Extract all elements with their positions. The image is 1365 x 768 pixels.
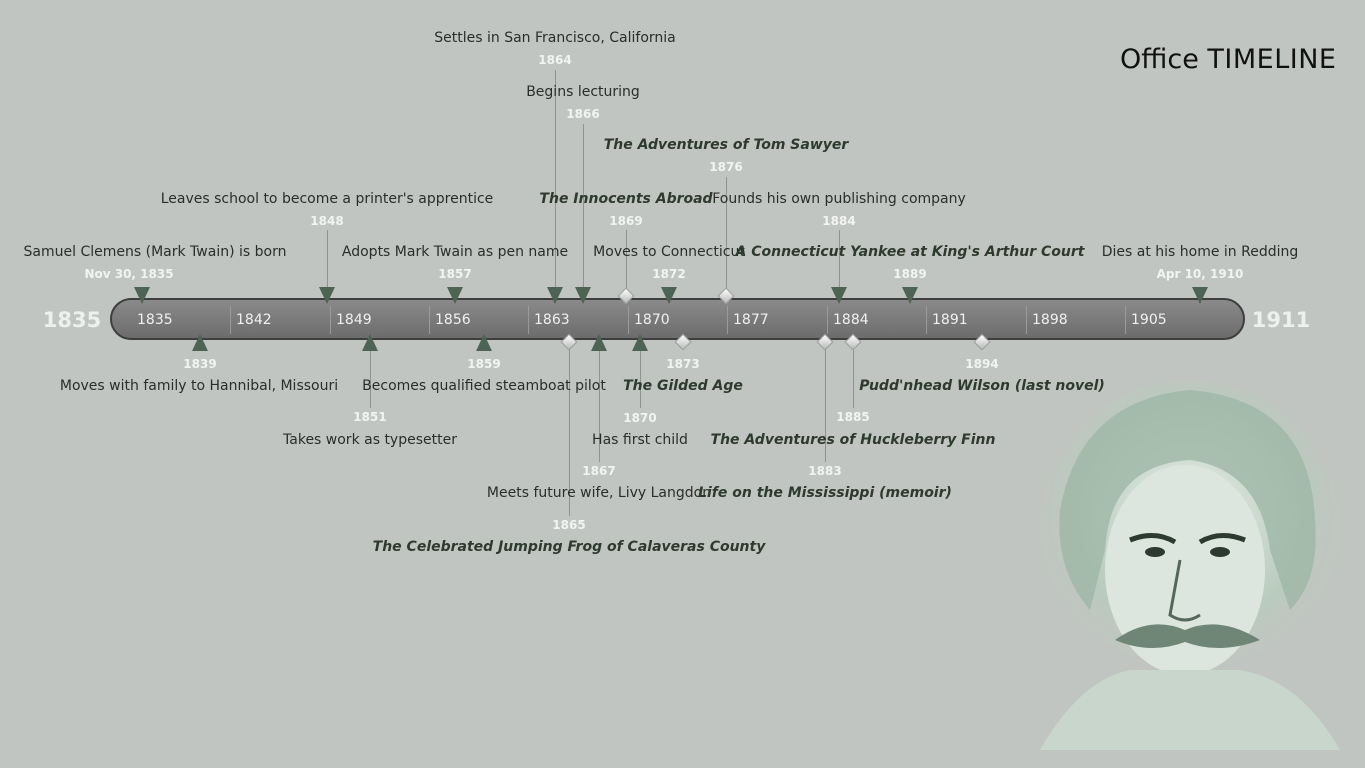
event-date: 1884 bbox=[822, 214, 856, 228]
connector-line bbox=[583, 124, 584, 288]
event-text: Dies at his home in Redding bbox=[1101, 244, 1299, 260]
office-timeline-logo: Office TIMELINE bbox=[1120, 44, 1336, 75]
event-date: 1867 bbox=[582, 464, 616, 478]
tick-label: 1898 bbox=[1032, 312, 1068, 328]
tick-label: 1877 bbox=[733, 312, 769, 328]
connector-line bbox=[626, 230, 627, 290]
event-text: Pudd'nhead Wilson (last novel) bbox=[859, 378, 1105, 394]
tick-label: 1884 bbox=[833, 312, 869, 328]
milestone-marker[interactable] bbox=[632, 334, 648, 351]
connector-line bbox=[555, 70, 556, 288]
tick-label: 1891 bbox=[932, 312, 968, 328]
connector-line bbox=[370, 350, 371, 408]
event-date: 1885 bbox=[836, 410, 870, 424]
tick-separator bbox=[1125, 306, 1126, 334]
connector-line bbox=[599, 350, 600, 462]
event-text: Leaves school to become a printer's appr… bbox=[160, 191, 494, 207]
connector-line bbox=[726, 177, 727, 290]
tick-separator bbox=[1026, 306, 1027, 334]
milestone-marker[interactable] bbox=[362, 334, 378, 351]
mark-twain-portrait bbox=[1040, 380, 1340, 750]
connector-line bbox=[327, 230, 328, 288]
tick-separator bbox=[628, 306, 629, 334]
start-year: 1835 bbox=[42, 308, 102, 332]
event-date: 1883 bbox=[808, 464, 842, 478]
end-year: 1911 bbox=[1251, 308, 1311, 332]
event-date: Apr 10, 1910 bbox=[1156, 267, 1244, 281]
tick-label: 1849 bbox=[336, 312, 372, 328]
tick-separator bbox=[926, 306, 927, 334]
event-date: Nov 30, 1835 bbox=[84, 267, 174, 281]
logo-office: Office bbox=[1120, 44, 1199, 75]
event-date: 1857 bbox=[438, 267, 472, 281]
tick-label: 1835 bbox=[137, 312, 173, 328]
tick-separator bbox=[429, 306, 430, 334]
event-text: Settles in San Francisco, California bbox=[434, 30, 676, 46]
milestone-marker[interactable] bbox=[902, 287, 918, 304]
event-text: Meets future wife, Livy Langdon bbox=[486, 485, 712, 501]
milestone-marker[interactable] bbox=[447, 287, 463, 304]
event-date: 1848 bbox=[310, 214, 344, 228]
event-text: Moves to Connecticut bbox=[593, 244, 745, 260]
connector-line bbox=[640, 350, 641, 408]
event-text: Takes work as typesetter bbox=[283, 432, 457, 448]
event-date: 1839 bbox=[183, 357, 217, 371]
event-text: The Gilded Age bbox=[623, 378, 743, 394]
event-date: 1872 bbox=[652, 267, 686, 281]
milestone-marker[interactable] bbox=[192, 334, 208, 351]
event-text: The Celebrated Jumping Frog of Calaveras… bbox=[372, 539, 766, 555]
milestone-marker[interactable] bbox=[547, 287, 563, 304]
tick-separator bbox=[330, 306, 331, 334]
tick-separator bbox=[827, 306, 828, 334]
logo-timeline: TIMELINE bbox=[1207, 44, 1337, 75]
event-date: 1865 bbox=[552, 518, 586, 532]
event-date: 1876 bbox=[709, 160, 743, 174]
tick-separator bbox=[727, 306, 728, 334]
connector-line bbox=[839, 230, 840, 288]
event-text: Samuel Clemens (Mark Twain) is born bbox=[23, 244, 287, 260]
connector-line bbox=[825, 348, 826, 462]
event-text: Begins lecturing bbox=[526, 84, 640, 100]
milestone-marker[interactable] bbox=[1192, 287, 1208, 304]
milestone-marker[interactable] bbox=[661, 287, 677, 304]
tick-label: 1842 bbox=[236, 312, 272, 328]
event-date: 1873 bbox=[666, 357, 700, 371]
milestone-marker[interactable] bbox=[575, 287, 591, 304]
milestone-marker[interactable] bbox=[591, 334, 607, 351]
event-text: Has first child bbox=[592, 432, 688, 448]
tick-label: 1905 bbox=[1131, 312, 1167, 328]
event-date: 1864 bbox=[538, 53, 572, 67]
event-text: The Innocents Abroad bbox=[539, 191, 713, 207]
event-date: 1866 bbox=[566, 107, 600, 121]
tick-label: 1870 bbox=[634, 312, 670, 328]
event-text: Founds his own publishing company bbox=[712, 191, 966, 207]
event-date: 1894 bbox=[965, 357, 999, 371]
event-text: A Connecticut Yankee at King's Arthur Co… bbox=[735, 244, 1085, 260]
event-text: Becomes qualified steamboat pilot bbox=[362, 378, 606, 394]
tick-separator bbox=[230, 306, 231, 334]
event-text: The Adventures of Tom Sawyer bbox=[603, 137, 849, 153]
milestone-marker[interactable] bbox=[831, 287, 847, 304]
milestone-marker[interactable] bbox=[319, 287, 335, 304]
milestone-marker[interactable] bbox=[476, 334, 492, 351]
event-text: The Adventures of Huckleberry Finn bbox=[710, 432, 996, 448]
event-date: 1869 bbox=[609, 214, 643, 228]
tick-label: 1863 bbox=[534, 312, 570, 328]
connector-line bbox=[853, 348, 854, 408]
timeline-bar bbox=[110, 298, 1245, 340]
milestone-marker[interactable] bbox=[134, 287, 150, 304]
event-text: Life on the Mississippi (memoir) bbox=[698, 485, 952, 501]
event-text: Adopts Mark Twain as pen name bbox=[341, 244, 569, 260]
tick-separator bbox=[528, 306, 529, 334]
connector-line bbox=[569, 348, 570, 516]
event-date: 1889 bbox=[893, 267, 927, 281]
tick-label: 1856 bbox=[435, 312, 471, 328]
event-text: Moves with family to Hannibal, Missouri bbox=[59, 378, 339, 394]
event-date: 1851 bbox=[353, 410, 387, 424]
event-date: 1870 bbox=[623, 411, 657, 425]
event-date: 1859 bbox=[467, 357, 501, 371]
